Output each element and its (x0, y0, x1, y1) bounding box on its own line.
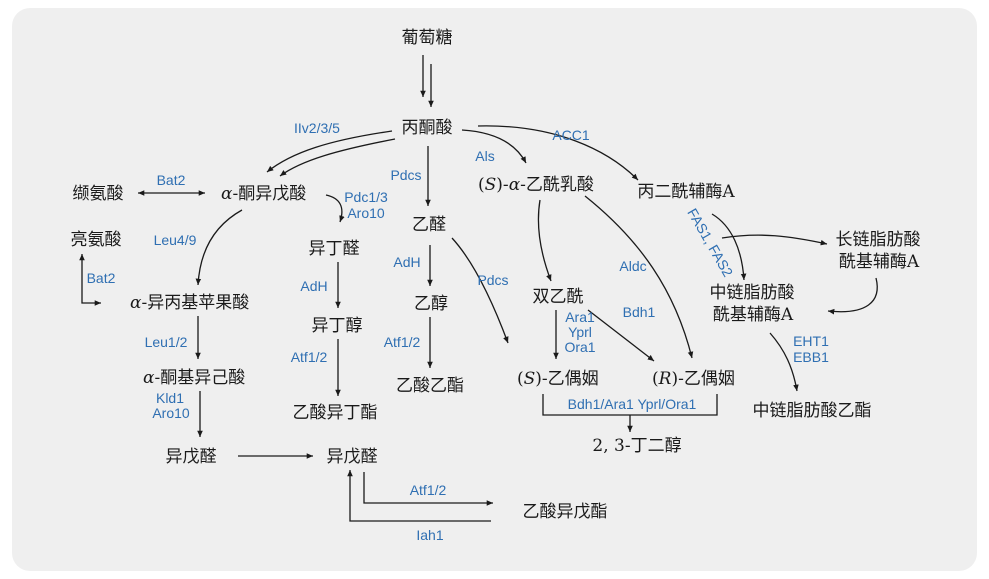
paren-open: ( (478, 175, 485, 195)
enzyme-iah1: Iah1 (416, 527, 443, 543)
arrow-leucine-isopropylmalate (79, 254, 101, 306)
node-ethyl-acetate: 乙酸乙酯 (396, 376, 464, 396)
enzyme-atf12-ethyl: Atf1/2 (384, 334, 421, 350)
enzyme-adh-ethanol: AdH (393, 254, 420, 270)
node-pyruvate: 丙酮酸 (402, 118, 453, 138)
arrow-acetaldehyde-s-acetoin (451, 237, 509, 344)
arrow-isovaleraldehyde-isoamyl-acetate (363, 472, 493, 506)
enzyme-atf12-isoamyl: Atf1/2 (410, 482, 447, 498)
arrow-pyruvate-ketoisovalerate-b (279, 138, 396, 177)
node-long-acyl-coa-line2: 酰基辅酶A (839, 252, 920, 272)
enzyme-leu49: Leu4/9 (154, 232, 197, 248)
node-isobutyl-acetate: 乙酸异丁酯 (293, 403, 378, 423)
enzyme-pdcs-lower: Pdcs (477, 272, 508, 288)
arrow-medium-acyl-ethyl-esters (769, 332, 799, 392)
node-diacetyl: 双乙酰 (533, 287, 584, 307)
node-ethanol: 乙醇 (414, 294, 448, 314)
paren-open: ( (652, 369, 659, 389)
paren-close-dash: )- (496, 175, 508, 195)
r-acetoin-text: )-乙偶姻 (671, 369, 734, 389)
enzyme-yprl: Yprl (568, 324, 592, 340)
node-medium-chain-ethyl-esters: 中链脂肪酸乙酯 (753, 401, 872, 421)
arrow-acetolactate-r-acetoin (584, 195, 694, 359)
metabolite-nodes: 葡萄糖 丙酮酸 α-酮异戊酸 缬氨酸 亮氨酸 α-异丙基苹果酸 α-酮基异己酸 … (71, 28, 921, 522)
arrow-pyruvate-ketoisovalerate-a (266, 130, 393, 173)
node-isobutanol: 异丁醇 (312, 316, 363, 336)
ketoisovalerate-text: -酮异戊酸 (232, 184, 306, 204)
arrow-pyruvate-malonyl-coa (477, 125, 639, 181)
enzyme-bdh1: Bdh1 (623, 304, 656, 320)
enzyme-eht1: EHT1 (793, 333, 829, 349)
node-isobutyraldehyde: 异丁醛 (309, 239, 360, 259)
alpha-symbol: α (509, 175, 521, 195)
ketoisocaproate-text: -酮基异己酸 (154, 368, 245, 388)
enzyme-ara1: Ara1 (565, 309, 595, 325)
enzyme-leu12: Leu1/2 (145, 334, 188, 350)
enzyme-ebb1: EBB1 (793, 349, 829, 365)
arrow-ketoisovalerate-isobutyraldehyde (325, 194, 345, 223)
enzyme-acc1: ACC1 (552, 127, 590, 143)
node-valine: 缬氨酸 (73, 184, 124, 204)
node-acetaldehyde: 乙醛 (412, 215, 446, 235)
arrow-diacetyl-r-acetoin (587, 309, 655, 362)
node-malonyl-coa: 丙二酰辅酶A (637, 182, 735, 202)
enzyme-ora1: Ora1 (564, 339, 595, 355)
arrow-isoamyl-acetate-isovaleraldehyde (347, 470, 491, 522)
arrow-pyruvate-acetolactate (461, 129, 527, 164)
arrow-ketoisovalerate-isopropylmalate (195, 209, 243, 286)
alpha-symbol: α (221, 184, 233, 204)
stereo-s: S (524, 369, 536, 389)
enzyme-kld1: Kld1 (156, 390, 184, 406)
diagram-background-panel (12, 8, 977, 571)
node-medium-acyl-coa-line2: 酰基辅酶A (713, 305, 794, 325)
enzyme-bat2-top: Bat2 (157, 172, 186, 188)
stereo-s: S (485, 175, 497, 195)
alpha-symbol: α (130, 293, 142, 313)
node-isovaleraldehyde-left: 异戊醛 (166, 447, 217, 467)
acetolactate-text: -乙酰乳酸 (520, 175, 594, 195)
node-isoamyl-acetate: 乙酸异戊酯 (523, 502, 608, 522)
enzyme-bdh1-group: Bdh1/Ara1 Yprl/Ora1 (568, 396, 697, 412)
enzyme-pdcs-upper: Pdcs (390, 167, 421, 183)
node-leucine: 亮氨酸 (71, 230, 122, 250)
node-s-acetoin: (S)-乙偶姻 (517, 369, 599, 389)
node-long-acyl-coa-line1: 长链脂肪酸 (836, 230, 921, 250)
s-acetoin-text: )-乙偶姻 (535, 369, 598, 389)
node-isovaleraldehyde-center: 异戊醛 (327, 447, 378, 467)
isopropylmalate-text: -异丙基苹果酸 (141, 293, 249, 313)
node-r-acetoin: (R)-乙偶姻 (652, 369, 735, 389)
node-medium-acyl-coa-line1: 中链脂肪酸 (710, 283, 795, 303)
stereo-r: R (658, 369, 672, 389)
enzyme-aldc: Aldc (619, 258, 646, 274)
enzyme-aro10-mid: Aro10 (347, 205, 385, 221)
node-glucose: 葡萄糖 (402, 28, 453, 48)
enzyme-pdc13: Pdc1/3 (344, 189, 388, 205)
node-isopropylmalate: α-异丙基苹果酸 (130, 293, 249, 313)
node-ketoisovalerate: α-酮异戊酸 (221, 184, 306, 204)
enzyme-bat2-left: Bat2 (87, 270, 116, 286)
enzyme-aro10-left: Aro10 (152, 405, 190, 421)
node-ketoisocaproate: α-酮基异己酸 (143, 368, 245, 388)
enzyme-als: Als (475, 148, 494, 164)
arrow-long-medium-acyl-coa (827, 277, 878, 315)
pathway-arrows (79, 55, 878, 522)
node-acetolactate: (S)-α-乙酰乳酸 (478, 175, 594, 195)
arrow-acetolactate-diacetyl (537, 199, 552, 282)
enzyme-ilv: IIv2/3/5 (294, 120, 340, 136)
arrow-medium-long-acyl-coa (721, 234, 828, 246)
enzyme-adh-isobutanol: AdH (300, 278, 327, 294)
enzyme-atf12-isobutyl: Atf1/2 (291, 349, 328, 365)
node-butanediol: 2, 3-丁二醇 (592, 436, 681, 456)
arrow-malonyl-medium-acyl-coa (711, 213, 747, 281)
paren-open: ( (517, 369, 524, 389)
alpha-symbol: α (143, 368, 155, 388)
